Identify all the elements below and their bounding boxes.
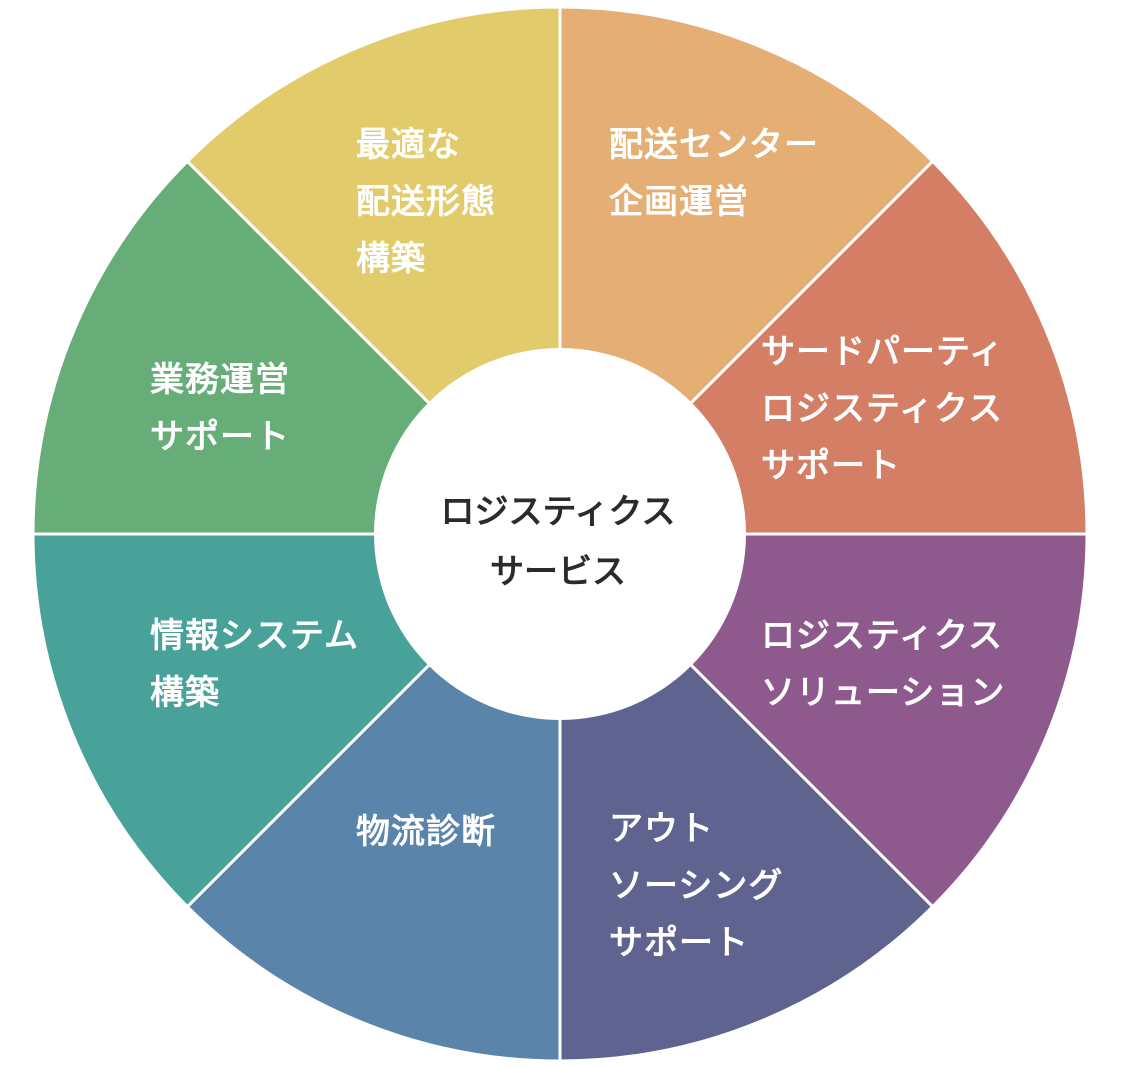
segment-third-party-logistics-label: サードパーティ ロジスティクス サポート: [761, 324, 1004, 495]
segment-information-system-line-2: 構築: [150, 673, 220, 713]
segment-information-system-label: 情報システム 構築: [150, 608, 359, 722]
segment-delivery-center-line-1: 配送センター: [609, 125, 819, 165]
center-label-line-1: ロジスティクス: [440, 492, 676, 532]
segment-logistics-solution-label: ロジスティクス ソリューション: [761, 608, 1005, 722]
segment-optimal-delivery-line-1: 最適な: [356, 125, 461, 165]
center-circle: [374, 348, 746, 720]
segment-logistics-diagnosis-line-1: 物流診断: [356, 812, 496, 852]
segment-third-party-logistics-line-3: サポート: [761, 446, 901, 486]
segment-third-party-logistics-line-1: サードパーティ: [761, 332, 1004, 372]
segment-optimal-delivery-line-2: 配送形態: [356, 182, 496, 222]
segment-business-operation-label: 業務運営 サポート: [150, 352, 290, 466]
segment-logistics-solution-line-2: ソリューション: [761, 673, 1006, 713]
segment-business-operation-line-1: 業務運営: [150, 360, 290, 400]
segment-outsourcing-support-line-3: サポート: [609, 923, 749, 963]
center-label-line-2: サービス: [490, 552, 626, 592]
segment-outsourcing-support-line-2: ソーシング: [609, 866, 784, 906]
segment-outsourcing-support-label: アウト ソーシング サポート: [609, 801, 783, 972]
segment-business-operation-line-2: サポート: [150, 417, 290, 457]
segment-optimal-delivery-line-3: 構築: [356, 239, 426, 279]
segment-logistics-solution-line-1: ロジスティクス: [761, 616, 1003, 656]
segment-delivery-center-line-2: 企画運営: [609, 182, 749, 222]
center-label: ロジスティクス サービス: [372, 482, 744, 602]
segment-information-system-line-1: 情報システム: [150, 616, 359, 656]
segment-outsourcing-support-line-1: アウト: [609, 809, 714, 849]
segment-delivery-center-label: 配送センター 企画運営: [609, 117, 819, 231]
segment-logistics-diagnosis-label: 物流診断: [356, 804, 496, 861]
segment-third-party-logistics-line-2: ロジスティクス: [761, 389, 1003, 429]
segment-optimal-delivery-label: 最適な 配送形態 構築: [356, 117, 496, 288]
